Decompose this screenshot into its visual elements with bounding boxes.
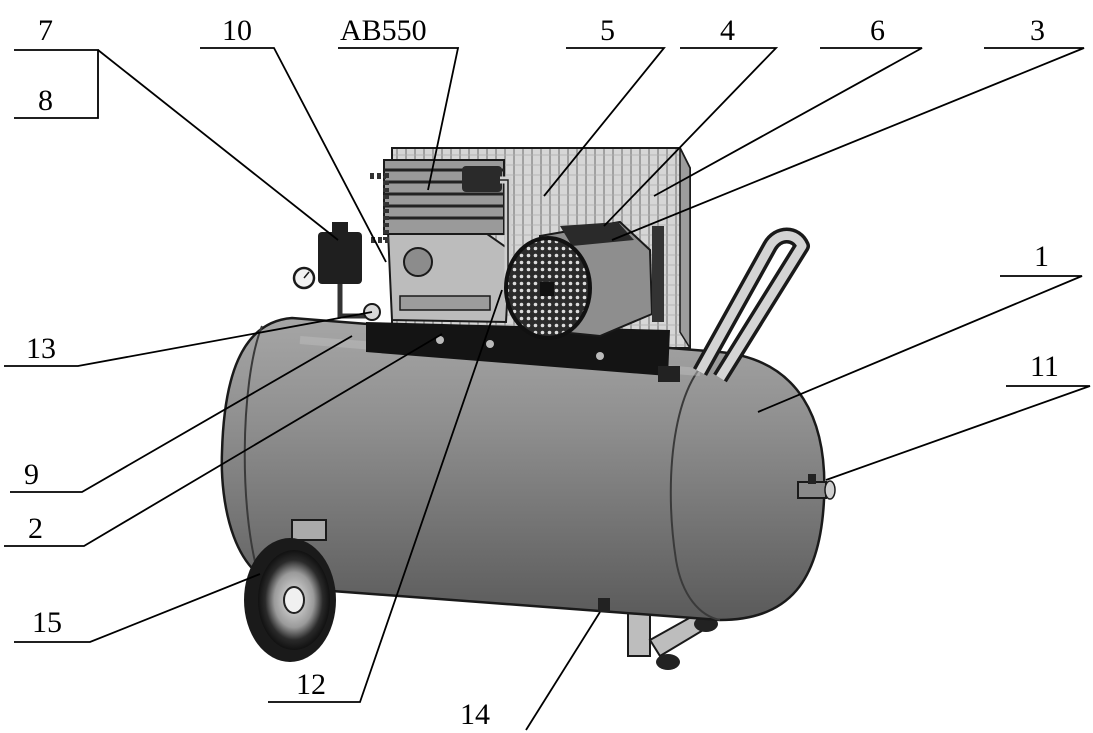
leader-lines [4,47,1091,731]
callout-3: 3 [1030,14,1045,47]
leader-9 [10,335,353,493]
leader-6 [653,47,923,197]
leader-3 [611,47,1085,241]
leader-2 [4,333,443,547]
discharge-pipe [500,176,512,300]
leader-5 [543,47,666,197]
callout-7: 7 [38,14,53,47]
drain-valve [598,598,610,612]
callout-8: 8 [38,84,53,117]
leader-7-8-bracket [14,49,99,119]
callout-11: 11 [1030,350,1059,383]
callout-ab550: AB550 [340,14,427,47]
pressure-gauge [292,266,316,290]
callout-14: 14 [460,698,490,731]
callout-10: 10 [222,14,252,47]
electric-motor [504,220,664,340]
callout-labels: 7 8 10 AB550 5 4 6 3 1 11 13 9 2 15 12 1… [24,14,1059,731]
callout-15: 15 [32,606,62,639]
leader-4 [603,47,779,227]
compressor-illustration [220,147,836,670]
callout-6: 6 [870,14,885,47]
leader-15 [14,573,261,643]
callout-5: 5 [600,14,615,47]
callout-4: 4 [720,14,735,47]
leader-14 [525,611,601,731]
tank-foot [627,587,718,670]
leader-1 [757,275,1083,413]
leader-11 [825,385,1091,481]
callout-2: 2 [28,512,43,545]
leader-13 [4,311,373,367]
front-wheel [244,519,336,662]
compressor-head [370,159,512,324]
callout-13: 13 [26,332,56,365]
callout-12: 12 [296,668,326,701]
leader-ab550 [338,47,460,191]
callout-1: 1 [1034,240,1049,273]
handle [658,227,810,383]
leader-10 [200,47,387,263]
leader-12 [268,289,503,703]
leader-7 [97,49,339,241]
callout-9: 9 [24,458,39,491]
outlet-tap [797,474,836,500]
pressure-switch [318,222,368,319]
